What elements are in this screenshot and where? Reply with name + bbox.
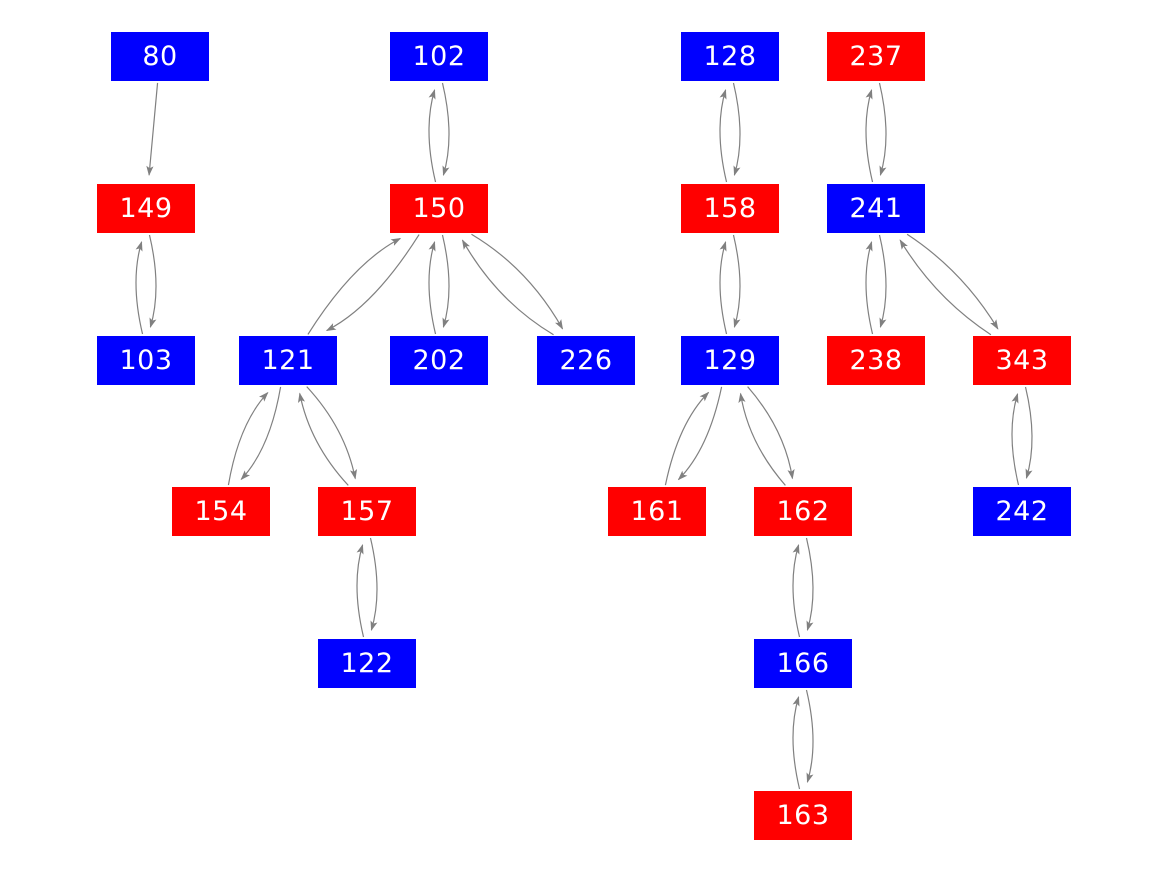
graph-edge-202-to-150 bbox=[428, 240, 437, 335]
graph-node-161[interactable]: 161 bbox=[608, 487, 706, 536]
graph-edge-343-to-241 bbox=[899, 239, 992, 336]
graph-edge-226-to-150 bbox=[461, 239, 554, 336]
graph-node-label: 157 bbox=[340, 496, 394, 527]
graph-node-label: 121 bbox=[261, 345, 315, 376]
graph-edge-166-to-163 bbox=[805, 689, 814, 784]
graph-node-238[interactable]: 238 bbox=[827, 336, 925, 385]
graph-edge-241-to-237 bbox=[865, 88, 874, 183]
graph-edge-157-to-122 bbox=[369, 537, 378, 632]
graph-node-128[interactable]: 128 bbox=[681, 32, 779, 81]
graph-node-158[interactable]: 158 bbox=[681, 184, 779, 233]
graph-node-102[interactable]: 102 bbox=[390, 32, 488, 81]
graph-node-226[interactable]: 226 bbox=[537, 336, 635, 385]
graph-node-157[interactable]: 157 bbox=[318, 487, 416, 536]
graph-node-label: 158 bbox=[703, 193, 757, 224]
graph-node-242[interactable]: 242 bbox=[973, 487, 1071, 536]
graph-edge-129-to-161 bbox=[677, 386, 723, 481]
graph-edge-237-to-241 bbox=[878, 82, 887, 177]
graph-edge-241-to-343 bbox=[906, 233, 999, 330]
graph-node-label: 241 bbox=[849, 193, 903, 224]
graph-node-121[interactable]: 121 bbox=[239, 336, 337, 385]
graph-node-label: 162 bbox=[776, 496, 830, 527]
graph-edge-161-to-129 bbox=[664, 391, 710, 486]
graph-edge-154-to-121 bbox=[227, 391, 269, 486]
graph-edge-158-to-128 bbox=[719, 88, 728, 183]
graph-edge-150-to-202 bbox=[441, 234, 450, 329]
graph-edge-102-to-150 bbox=[441, 82, 450, 177]
graph-edge-157-to-121 bbox=[297, 392, 349, 486]
graph-node-80[interactable]: 80 bbox=[111, 32, 209, 81]
graph-edge-129-to-162 bbox=[747, 386, 795, 480]
graph-edge-166-to-162 bbox=[792, 543, 801, 638]
graph-node-154[interactable]: 154 bbox=[172, 487, 270, 536]
graph-edge-121-to-150 bbox=[307, 237, 402, 335]
graph-node-label: 154 bbox=[194, 496, 248, 527]
graph-node-241[interactable]: 241 bbox=[827, 184, 925, 233]
graph-edge-242-to-343 bbox=[1011, 392, 1020, 486]
graph-edge-150-to-102 bbox=[428, 88, 437, 183]
graph-node-label: 122 bbox=[340, 648, 394, 679]
graph-edge-128-to-158 bbox=[732, 82, 741, 177]
graph-edge-121-to-157 bbox=[306, 386, 358, 480]
graph-node-label: 242 bbox=[995, 496, 1049, 527]
graph-node-237[interactable]: 237 bbox=[827, 32, 925, 81]
graph-edge-163-to-166 bbox=[792, 695, 801, 790]
graph-edge-241-to-238 bbox=[878, 234, 887, 329]
graph-node-129[interactable]: 129 bbox=[681, 336, 779, 385]
graph-edge-129-to-158 bbox=[719, 240, 728, 335]
graph-edge-238-to-241 bbox=[865, 240, 874, 335]
graph-edge-343-to-242 bbox=[1024, 386, 1033, 480]
graph-node-label: 150 bbox=[412, 193, 466, 224]
graph-node-label: 149 bbox=[119, 193, 173, 224]
graph-node-103[interactable]: 103 bbox=[97, 336, 195, 385]
graph-node-label: 161 bbox=[630, 496, 684, 527]
graph-edge-122-to-157 bbox=[356, 543, 365, 638]
graph-edge-150-to-226 bbox=[471, 233, 564, 330]
graph-node-202[interactable]: 202 bbox=[390, 336, 488, 385]
graph-node-150[interactable]: 150 bbox=[390, 184, 488, 233]
graph-node-label: 129 bbox=[703, 345, 757, 376]
graph-edge-149-to-103 bbox=[148, 234, 157, 329]
graph-node-162[interactable]: 162 bbox=[754, 487, 852, 536]
graph-edge-103-to-149 bbox=[135, 240, 144, 335]
graph-node-label: 202 bbox=[412, 345, 466, 376]
graph-edge-162-to-129 bbox=[738, 392, 786, 486]
graph-node-label: 103 bbox=[119, 345, 173, 376]
graph-node-label: 80 bbox=[142, 41, 178, 72]
graph-node-label: 226 bbox=[559, 345, 613, 376]
graph-node-label: 163 bbox=[776, 800, 830, 831]
graph-edge-150-to-121 bbox=[325, 234, 420, 332]
graph-edge-80-to-149 bbox=[146, 82, 159, 177]
graph-node-label: 166 bbox=[776, 648, 830, 679]
graph-node-149[interactable]: 149 bbox=[97, 184, 195, 233]
graph-node-label: 343 bbox=[995, 345, 1049, 376]
graph-edge-158-to-129 bbox=[732, 234, 741, 329]
graph-node-label: 128 bbox=[703, 41, 757, 72]
graph-edge-162-to-166 bbox=[805, 537, 814, 632]
graph-node-label: 102 bbox=[412, 41, 466, 72]
graph-node-122[interactable]: 122 bbox=[318, 639, 416, 688]
graph-node-343[interactable]: 343 bbox=[973, 336, 1071, 385]
graph-node-166[interactable]: 166 bbox=[754, 639, 852, 688]
graph-node-163[interactable]: 163 bbox=[754, 791, 852, 840]
graph-edge-121-to-154 bbox=[240, 386, 282, 481]
graph-node-label: 237 bbox=[849, 41, 903, 72]
graph-node-label: 238 bbox=[849, 345, 903, 376]
